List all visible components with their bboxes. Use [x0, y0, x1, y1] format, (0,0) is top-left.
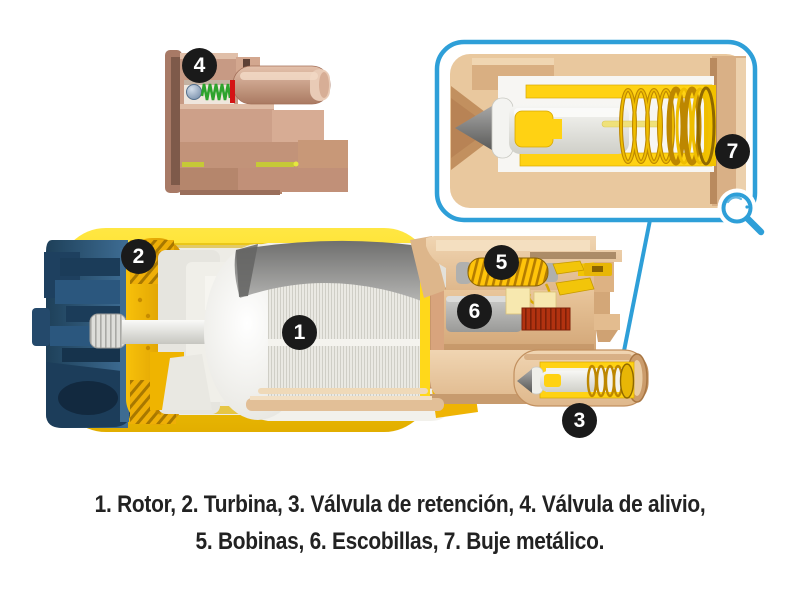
callout-number-7: 7: [726, 139, 739, 163]
callout-number-1: 1: [293, 320, 306, 344]
callout-number-5: 5: [495, 250, 508, 274]
callout-number-4: 4: [193, 53, 206, 77]
callout-badge-2: 2: [121, 239, 156, 274]
figure-caption: 1. Rotor, 2. Turbina, 3. Válvula de rete…: [0, 486, 800, 560]
callout-number-2: 2: [132, 244, 145, 268]
callout-badge-5: 5: [484, 245, 519, 280]
check-valve: [513, 349, 649, 407]
callout-badge-3: 3: [562, 403, 597, 438]
callout-number-6: 6: [468, 299, 481, 323]
zoom-inset: [434, 39, 758, 223]
inset-detail-art: [450, 54, 746, 208]
callout-badge-6: 6: [457, 294, 492, 329]
inset-connector-line: [621, 219, 652, 357]
callout-badge-1: 1: [282, 315, 317, 350]
caption-line-1: 1. Rotor, 2. Turbina, 3. Válvula de rete…: [94, 491, 706, 518]
caption-line-2: 5. Bobinas, 6. Escobillas, 7. Buje metál…: [195, 528, 605, 555]
relief-spring: [200, 83, 232, 101]
magnifier-icon: [717, 188, 765, 236]
relief-valve-assembly: [165, 50, 348, 195]
callout-number-3: 3: [573, 408, 586, 432]
callout-badge-7: 7: [715, 134, 750, 169]
callout-badge-4: 4: [182, 48, 217, 83]
